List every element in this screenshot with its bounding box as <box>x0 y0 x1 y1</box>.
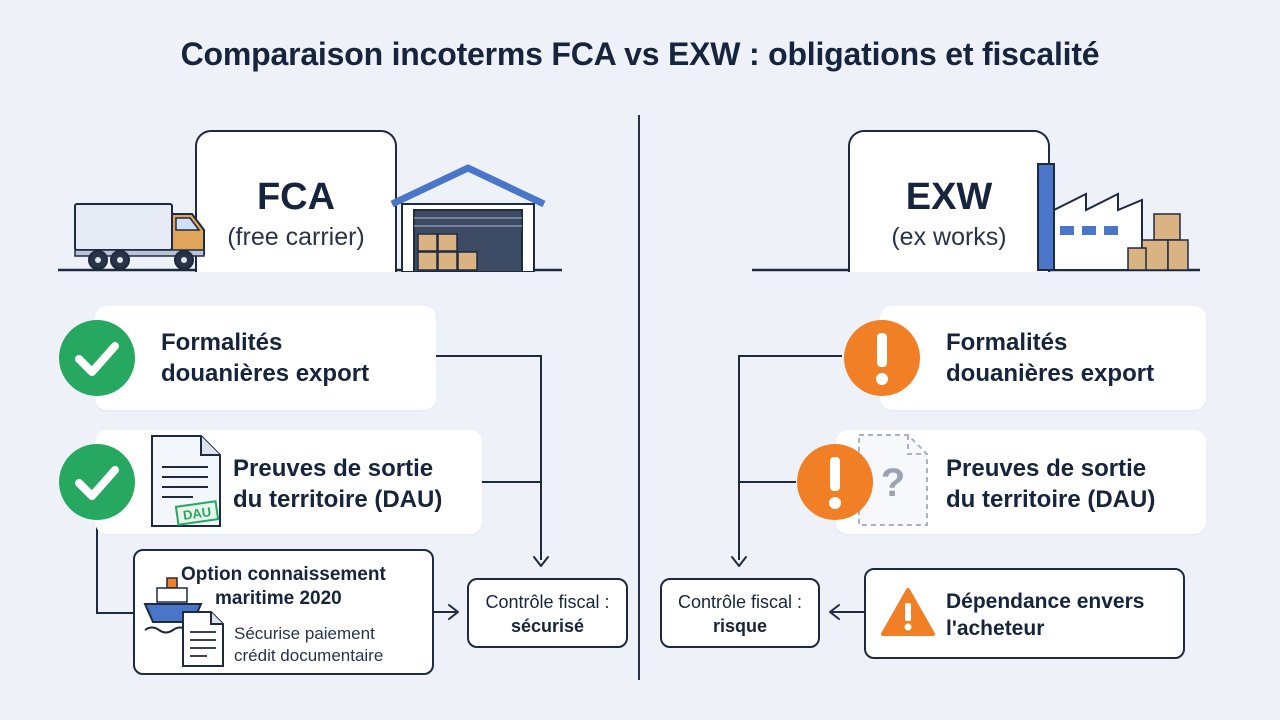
fca-arrow-down <box>533 556 549 567</box>
warehouse-icon <box>390 164 546 272</box>
check-circle-icon <box>59 444 135 520</box>
dependence-line1: Dépendance envers <box>946 590 1145 613</box>
fca-fiscal-line2: sécurisé <box>510 616 585 636</box>
question-mark: ? <box>881 461 905 505</box>
factory-icon <box>1037 163 1189 271</box>
fca-subtitle: (free carrier) <box>227 223 365 251</box>
exw-customs-line2: douanières export <box>946 360 1155 387</box>
warning-triangle-icon <box>881 588 935 636</box>
truck-icon <box>74 203 205 270</box>
fca-connector-option <box>96 505 135 614</box>
option-text-line1: Sécurise paiement <box>234 624 375 643</box>
exw-subtitle: (ex works) <box>891 223 1007 251</box>
fca-fiscal-box: Contrôle fiscal : sécurisé <box>467 578 628 648</box>
fca-code: FCA <box>256 176 336 218</box>
fca-arrow-right <box>448 604 459 620</box>
fca-connector-customs <box>436 355 542 560</box>
document-icon <box>182 611 224 667</box>
exclamation-circle-icon <box>844 320 920 396</box>
fca-exit-line2: du territoire (DAU) <box>233 486 443 513</box>
exw-customs-card: Formalités douanières export <box>880 306 1206 410</box>
exw-arrow-left <box>829 604 840 620</box>
exw-exit-line2: du territoire (DAU) <box>946 486 1156 513</box>
exw-connector-customs <box>738 355 842 560</box>
fca-exit-line1: Preuves de sortie <box>233 455 434 482</box>
exw-code: EXW <box>905 176 993 218</box>
check-circle-icon <box>59 320 135 396</box>
exw-fiscal-box: Contrôle fiscal : risque <box>660 578 820 648</box>
document-icon: DAU <box>151 435 221 527</box>
page-title: Comparaison incoterms FCA vs EXW : oblig… <box>180 36 1100 72</box>
option-title-line1: Option connaissement <box>181 564 386 585</box>
center-divider <box>638 115 640 680</box>
fca-customs-card: Formalités douanières export <box>95 306 436 410</box>
option-text-line2: crédit documentaire <box>234 646 384 665</box>
exw-headline-box: EXW (ex works) <box>848 130 1050 272</box>
exw-customs-line1: Formalités <box>946 329 1068 356</box>
exw-fiscal-line2: risque <box>712 616 768 636</box>
dau-stamp-text: DAU <box>182 504 212 523</box>
exw-arrow-down <box>731 556 747 567</box>
fca-headline-box: FCA (free carrier) <box>195 130 397 272</box>
exw-fiscal-line1: Contrôle fiscal : <box>677 592 803 612</box>
option-title-line2: maritime 2020 <box>215 588 342 609</box>
exw-exit-line1: Preuves de sortie <box>946 455 1147 482</box>
dependence-line2: l'acheteur <box>946 617 1045 640</box>
fca-fiscal-line1: Contrôle fiscal : <box>485 592 610 612</box>
fca-customs-line1: Formalités <box>161 329 283 356</box>
question-document-icon: ? <box>858 434 928 526</box>
exclamation-circle-icon <box>797 444 873 520</box>
fca-customs-line2: douanières export <box>161 360 370 387</box>
